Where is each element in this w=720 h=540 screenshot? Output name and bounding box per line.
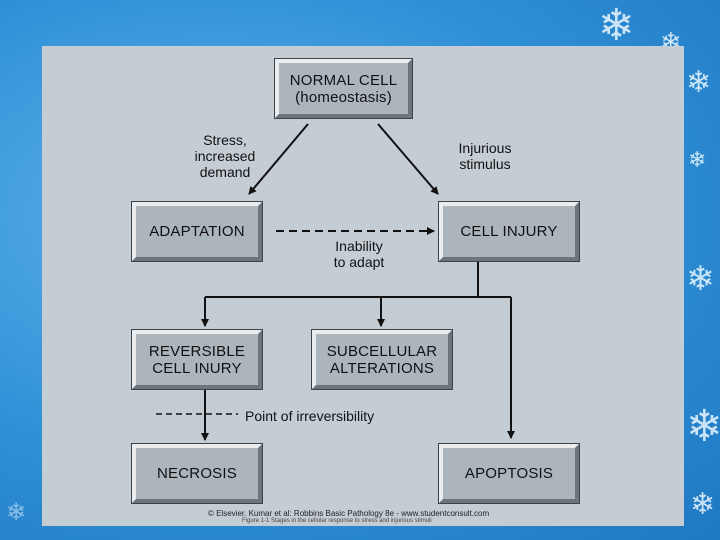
arrow-normal-to-injury: [377, 123, 439, 195]
connector-arrows: [156, 123, 515, 441]
node-normal-cell: NORMAL CELL (homeostasis): [274, 58, 413, 119]
label-injurious-stimulus: Injurious stimulus: [458, 140, 512, 172]
node-cell-injury-label: CELL INJURY: [460, 223, 558, 240]
snowflake-icon: ❄: [598, 0, 635, 51]
snowflake-icon: ❄: [686, 401, 720, 452]
snowflake-icon: ❄: [686, 259, 715, 299]
snowflake-icon: ❄: [688, 148, 707, 173]
node-cell-injury: CELL INJURY: [438, 201, 580, 262]
node-adaptation-label: ADAPTATION: [149, 223, 245, 240]
node-necrosis-label: NECROSIS: [157, 465, 237, 482]
copyright-credit: © Elsevier. Kumar et al: Robbins Basic P…: [208, 509, 490, 518]
node-subcellular-alterations: SUBCELLULAR ALTERATIONS: [311, 329, 453, 390]
snowflake-icon: ❄: [6, 498, 27, 526]
label-stress: Stress, increased demand: [194, 132, 256, 180]
node-reversible-label: REVERSIBLE CELL INURY: [148, 342, 246, 377]
label-point-of-irreversibility: Point of irreversibility: [245, 408, 375, 424]
diagram-panel: NORMAL CELL (homeostasis) ADAPTATION CEL…: [42, 46, 684, 526]
label-inability-to-adapt: Inability to adapt: [333, 238, 385, 270]
node-normal-cell-label: NORMAL CELL (homeostasis): [289, 71, 398, 106]
snowflake-icon: ❄: [686, 65, 712, 100]
node-adaptation: ADAPTATION: [131, 201, 263, 262]
figure-caption: Figure 1-1 Stages in the cellular respon…: [242, 518, 432, 524]
arrow-normal-to-adaptation: [248, 123, 309, 195]
snowflake-icon: ❄: [690, 487, 716, 522]
node-apoptosis: APOPTOSIS: [438, 443, 580, 504]
node-subcellular-label: SUBCELLULAR ALTERATIONS: [326, 342, 438, 377]
node-necrosis: NECROSIS: [131, 443, 263, 504]
node-apoptosis-label: APOPTOSIS: [464, 465, 554, 482]
node-reversible-cell-injury: REVERSIBLE CELL INURY: [131, 329, 263, 390]
